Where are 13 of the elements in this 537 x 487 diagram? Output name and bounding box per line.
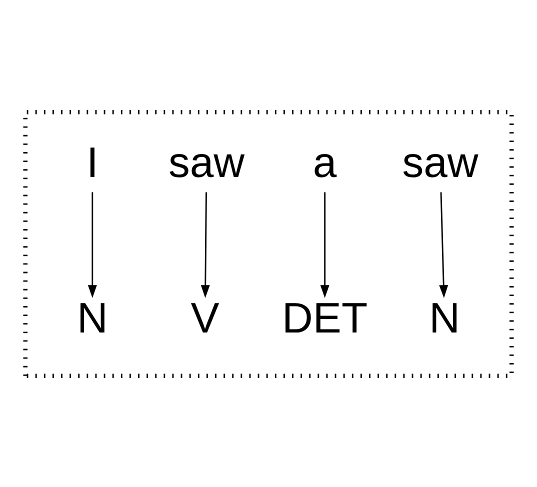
node-text: V [190, 294, 220, 342]
node-text: a [312, 138, 337, 186]
arrow [439, 192, 448, 298]
node-text: DET [282, 294, 368, 342]
node-text: saw [402, 138, 478, 186]
cluster [23, 109, 514, 378]
node-text: N [429, 294, 460, 342]
node-text: N [76, 294, 108, 342]
node-text: saw [168, 138, 245, 186]
arrow [200, 192, 210, 298]
arrow [88, 192, 97, 298]
node-text: I [86, 138, 98, 186]
arrow [320, 192, 330, 298]
